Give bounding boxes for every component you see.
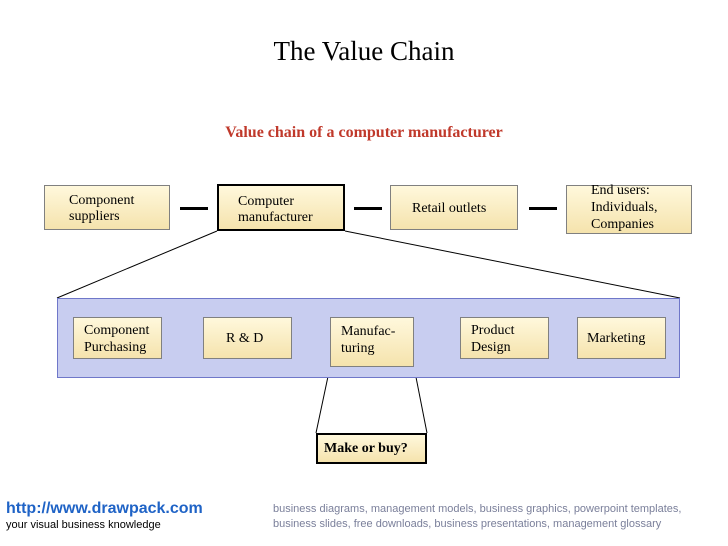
activity-label-1: Marketing (587, 331, 646, 346)
chain-box-retail-outlets: Retail outlets (390, 185, 518, 230)
footer-tagline: your visual business knowledge (6, 519, 161, 531)
activity-marketing: Marketing (577, 317, 666, 359)
activity-label-2: turing (341, 341, 375, 356)
activity-label-2: Purchasing (84, 340, 147, 355)
activity-r-and-d: R & D (203, 317, 292, 359)
footer-website-link[interactable]: http://www.drawpack.com (6, 500, 203, 517)
diagram-subtitle: Value chain of a computer manufacturer (225, 124, 503, 141)
activity-label-1: Manufac- (341, 324, 396, 339)
footer-description: business diagrams, management models, bu… (273, 503, 682, 530)
activity-manufacturing: Manufac- turing (330, 317, 414, 367)
chain-connector (529, 207, 557, 210)
chain-box-label-1: End users: (591, 183, 650, 198)
chain-connector (354, 207, 382, 210)
chain-box-label-1: Retail outlets (412, 201, 487, 216)
chain-box-label-1: Computer (238, 194, 294, 209)
chain-box-label-1: Component (69, 193, 135, 208)
chain-box-label-3: Companies (591, 217, 654, 232)
make-or-buy-label: Make or buy? (324, 441, 408, 456)
activity-label-1: R & D (226, 331, 264, 346)
chain-box-component-suppliers: Component suppliers (44, 185, 170, 230)
chain-box-computer-manufacturer: Computer manufacturer (217, 184, 345, 231)
chain-box-end-users: End users: Individuals, Companies (566, 183, 692, 234)
make-or-buy-box: Make or buy? (316, 433, 427, 464)
chain-box-label-2: suppliers (69, 209, 120, 224)
chain-box-label-2: Individuals, (591, 200, 658, 215)
chain-box-label-2: manufacturer (238, 210, 313, 225)
page-title: The Value Chain (273, 36, 455, 66)
chain-connector (180, 207, 208, 210)
activity-label-2: Design (471, 340, 511, 355)
activity-product-design: Product Design (460, 317, 549, 359)
activity-component-purchasing: Component Purchasing (73, 317, 162, 359)
activity-label-1: Component (84, 323, 150, 338)
activity-label-1: Product (471, 323, 515, 338)
